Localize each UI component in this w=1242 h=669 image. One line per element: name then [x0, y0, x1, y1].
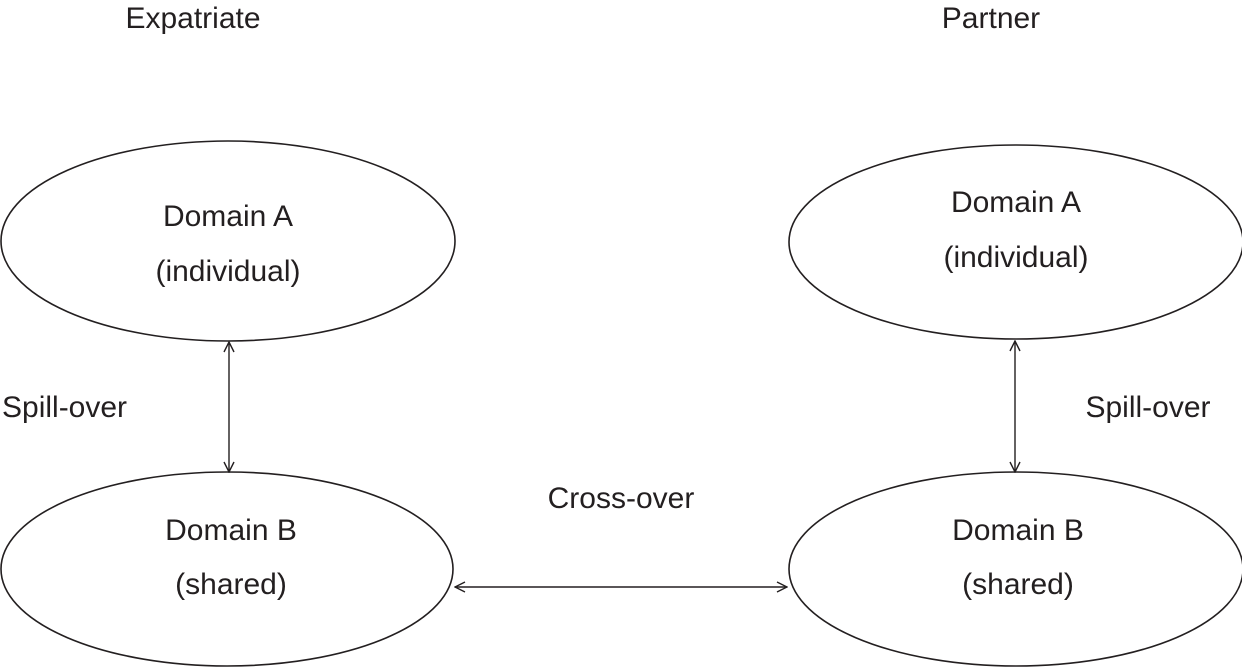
partner-domain-b-title: Domain B: [952, 514, 1084, 547]
partner-domain-a-ellipse: [788, 144, 1242, 340]
partner-domain-a-subtitle: (individual): [943, 241, 1088, 274]
partner-domain-b-node: Domain B (shared): [788, 471, 1242, 667]
expatriate-domain-a-ellipse: [0, 140, 456, 342]
expatriate-domain-a-title: Domain A: [163, 200, 293, 233]
expatriate-domain-b-node: Domain B (shared): [0, 471, 454, 667]
expatriate-domain-a-subtitle: (individual): [155, 255, 300, 288]
expatriate-domain-a-node: Domain A (individual): [0, 140, 456, 342]
partner-spillover-label: Spill-over: [1085, 391, 1210, 424]
expatriate-domain-b-title: Domain B: [165, 514, 297, 547]
crossover-label: Cross-over: [548, 482, 695, 515]
partner-domain-b-subtitle: (shared): [962, 568, 1074, 601]
partner-heading: Partner: [942, 2, 1040, 35]
expatriate-spillover-label: Spill-over: [2, 391, 127, 424]
expatriate-domain-b-subtitle: (shared): [175, 568, 287, 601]
partner-domain-a-title: Domain A: [951, 186, 1081, 219]
expatriate-heading: Expatriate: [125, 2, 260, 35]
partner-domain-a-node: Domain A (individual): [788, 144, 1242, 340]
